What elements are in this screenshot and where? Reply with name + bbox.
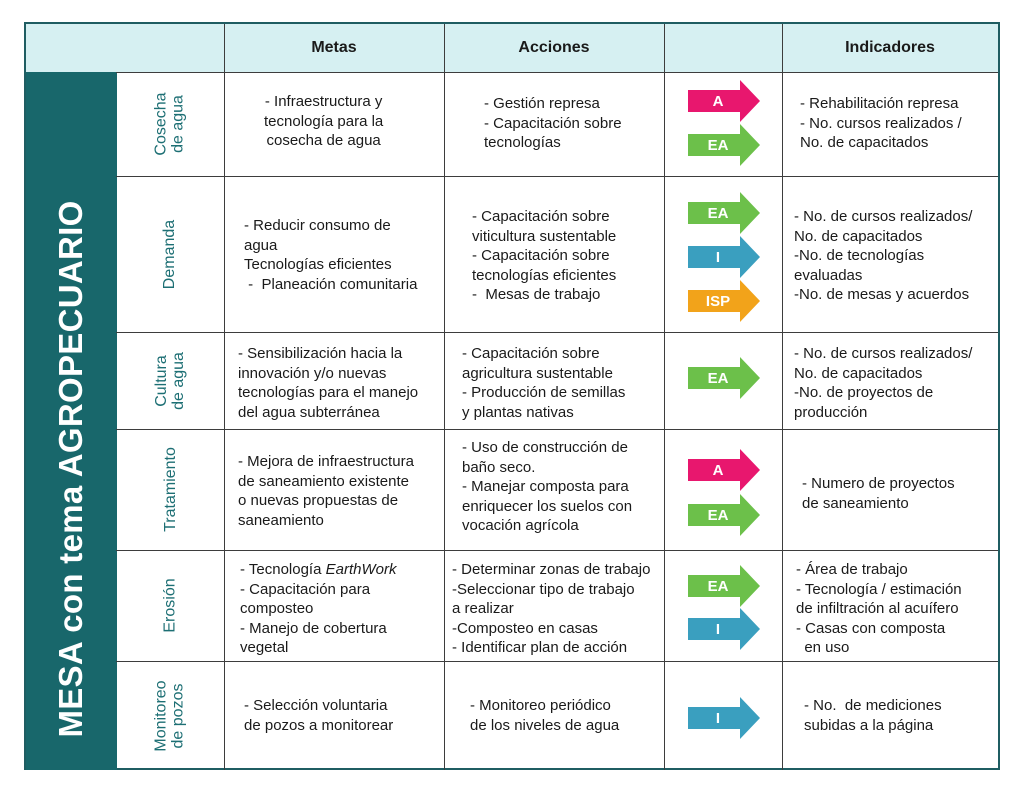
- category-label: Cosecha de agua: [153, 92, 187, 156]
- grid-line: [444, 24, 445, 770]
- arrow-tag: EA: [688, 357, 760, 399]
- arrow-tag: EA: [688, 565, 760, 607]
- arrow-label: EA: [707, 577, 729, 595]
- arrow-shape: [688, 80, 760, 122]
- grid-line: [116, 550, 998, 551]
- grid-line: [116, 176, 998, 177]
- category-cell: Tratamiento: [116, 429, 224, 550]
- grid-line: [224, 24, 225, 770]
- arrow-label: EA: [707, 204, 729, 222]
- category-label: Erosión: [161, 578, 179, 633]
- acciones-text: - Capacitación sobre viticultura sustent…: [472, 208, 617, 303]
- side-title: MESA con tema AGROPECUARIO: [52, 200, 89, 738]
- indicadores-text: - No. de cursos realizados/ No. de capac…: [794, 208, 973, 303]
- arrow-tag: I: [688, 697, 760, 739]
- category-label: Tratamiento: [161, 447, 179, 532]
- grid-line: [664, 24, 665, 770]
- acciones-text: - Uso de construcción de baño seco. - Ma…: [462, 439, 633, 534]
- metas-text: - Mejora de infraestructura de saneamien…: [238, 453, 414, 529]
- grid-line: [116, 72, 998, 73]
- grid-line: [116, 332, 998, 333]
- category-label: Monitoreo de pozos: [153, 679, 187, 752]
- metas-text: - Infraestructura y tecnología para la c…: [264, 93, 384, 149]
- header-acciones: Acciones: [518, 39, 590, 56]
- arrow-label: A: [712, 92, 724, 110]
- arrow-tag: A: [688, 80, 760, 122]
- arrow-shape: [688, 357, 760, 399]
- side-bar: MESA con tema AGROPECUARIO: [26, 72, 116, 770]
- category-cell: Demanda: [116, 176, 224, 332]
- arrow-shape: [688, 236, 760, 278]
- arrow-shape: [688, 608, 760, 650]
- category-cell: Monitoreo de pozos: [116, 661, 224, 770]
- arrow-shape: [688, 192, 760, 234]
- grid-line: [116, 661, 998, 662]
- indicadores-text: - No. de cursos realizados/ No. de capac…: [794, 345, 973, 421]
- category-label: Cultura de agua: [153, 351, 187, 410]
- arrow-label: EA: [707, 136, 729, 154]
- arrow-tag: EA: [688, 494, 760, 536]
- arrow-label: I: [715, 709, 721, 727]
- arrow-shape: [688, 449, 760, 491]
- grid-line: [116, 72, 117, 770]
- arrow-tag: I: [688, 236, 760, 278]
- metas-text: - Sensibilización hacia la innovación y/…: [238, 345, 419, 421]
- category-cell: Cosecha de agua: [116, 72, 224, 176]
- indicadores-text: - Rehabilitación represa - No. cursos re…: [800, 95, 962, 151]
- header-indicadores: Indicadores: [845, 39, 935, 56]
- agro-table: MESA con tema AGROPECUARIO Metas Accione…: [24, 22, 1000, 770]
- grid-line: [116, 429, 998, 430]
- header-row: [26, 24, 998, 72]
- arrow-tag: EA: [688, 124, 760, 166]
- arrow-tag: A: [688, 449, 760, 491]
- category-cell: Cultura de agua: [116, 332, 224, 429]
- metas-prefix: - Tecnología: [240, 561, 326, 578]
- arrow-label: EA: [707, 506, 729, 524]
- metas-text: - Reducir consumo de agua Tecnologías ef…: [244, 217, 418, 293]
- arrow-tag: ISP: [688, 280, 760, 322]
- metas-text: - Selección voluntaria de pozos a monito…: [244, 697, 394, 734]
- grid-line: [782, 24, 783, 770]
- indicadores-text: - No. de mediciones subidas a la página: [804, 697, 942, 734]
- category-label: Demanda: [161, 219, 179, 289]
- indicadores-text: - Área de trabajo - Tecnología / estimac…: [796, 561, 962, 656]
- arrow-shape: [688, 124, 760, 166]
- metas-first-line: - Tecnología EarthWork: [240, 560, 396, 580]
- acciones-text: - Monitoreo periódico de los niveles de …: [470, 697, 620, 734]
- arrow-label: I: [715, 620, 721, 638]
- category-cell: Erosión: [116, 550, 224, 661]
- arrow-shape: [688, 697, 760, 739]
- acciones-text: - Gestión represa - Capacitación sobre t…: [484, 95, 622, 151]
- acciones-text: - Determinar zonas de trabajo -Seleccion…: [452, 561, 651, 656]
- arrow-label: I: [715, 248, 721, 266]
- arrow-shape: [688, 494, 760, 536]
- arrow-shape: [688, 565, 760, 607]
- metas-italic: EarthWork: [325, 561, 397, 578]
- indicadores-text: - Numero de proyectos de saneamiento: [802, 475, 955, 512]
- acciones-text: - Capacitación sobre agricultura sustent…: [462, 345, 626, 421]
- arrow-shape: [688, 280, 760, 322]
- metas-text: - Capacitación para composteo - Manejo d…: [240, 580, 387, 657]
- arrow-label: A: [712, 461, 724, 479]
- header-metas: Metas: [311, 39, 357, 56]
- arrow-tag: EA: [688, 192, 760, 234]
- arrow-label: ISP: [705, 292, 731, 310]
- arrow-label: EA: [707, 369, 729, 387]
- arrow-tag: I: [688, 608, 760, 650]
